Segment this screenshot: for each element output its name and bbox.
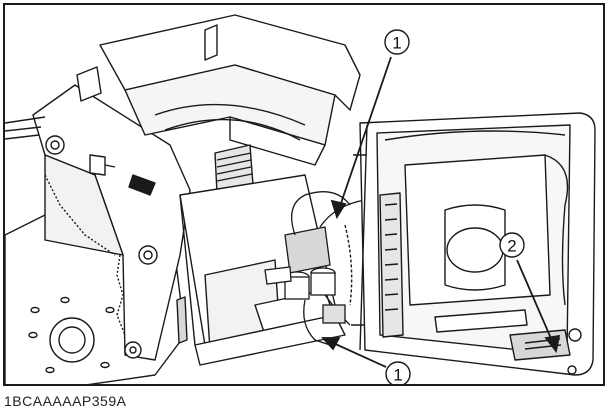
callout-marker: 1 xyxy=(385,361,411,385)
left-chassis xyxy=(5,84,191,384)
callout-2-leader xyxy=(516,259,554,344)
callout-marker: 2 xyxy=(499,232,525,258)
callout-1-bottom-arrowhead xyxy=(320,337,341,351)
callout-1-top-leader xyxy=(338,56,392,210)
callout-circle xyxy=(384,29,410,55)
door-panel xyxy=(344,112,596,376)
callout-marker: 1 xyxy=(384,29,410,55)
cab-frame xyxy=(76,14,361,366)
callout-label: 1 xyxy=(393,366,402,385)
machine-illustration: 1 2 1 xyxy=(5,14,596,385)
callout-1-top-arrowhead xyxy=(330,199,347,220)
figure-code: 1BCAAAAAP359A xyxy=(4,393,127,409)
callout-1-bottom-leader xyxy=(330,341,387,368)
illustration-frame: 1 2 1 xyxy=(3,3,605,386)
callout-circle xyxy=(385,361,411,384)
filter-assembly xyxy=(264,169,382,346)
callout-circle xyxy=(499,232,525,258)
callout-label: 1 xyxy=(392,34,401,53)
callout-2-arrowhead xyxy=(544,334,561,354)
callout-label: 2 xyxy=(507,237,516,256)
leader-lines xyxy=(320,56,561,368)
